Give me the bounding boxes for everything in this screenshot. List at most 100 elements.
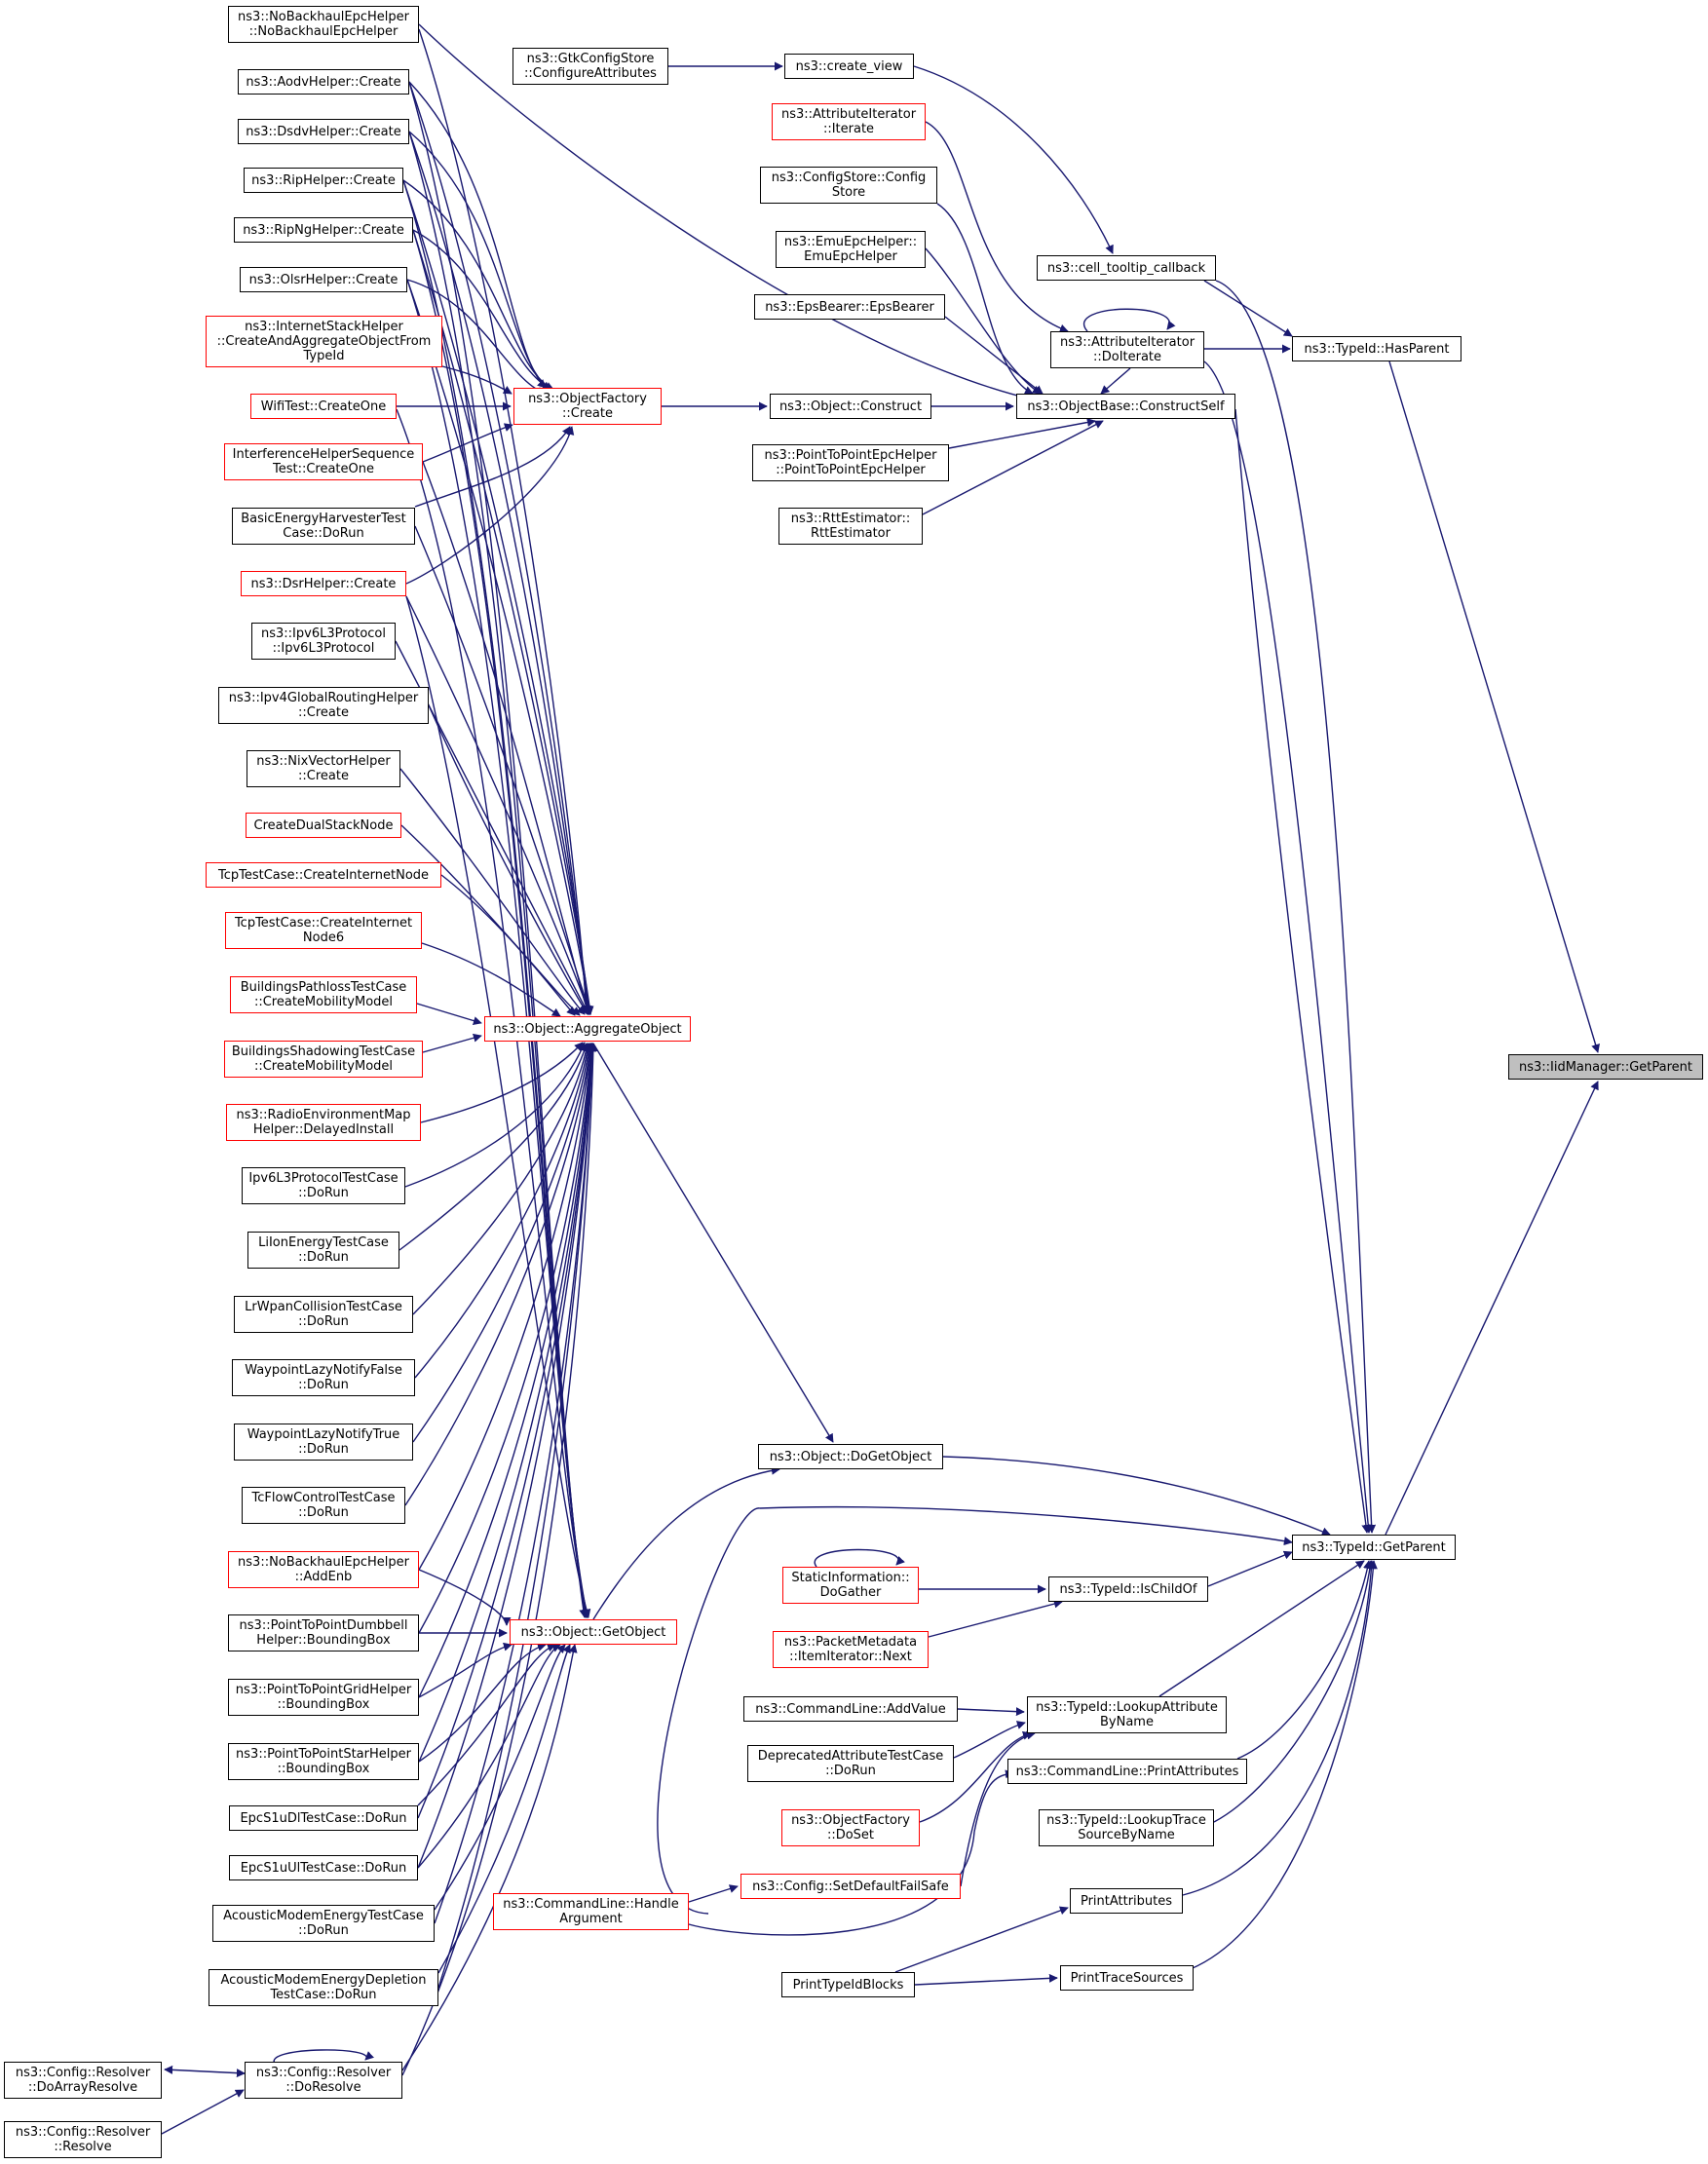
node-config-resolver-doresolve[interactable]: ns3::Config::Resolver ::DoResolve	[245, 2062, 402, 2099]
node-rttestimator[interactable]: ns3::RttEstimator:: RttEstimator	[778, 508, 923, 545]
call-edge	[434, 1644, 566, 1911]
call-edge	[414, 426, 571, 508]
call-edge	[408, 131, 551, 391]
node-nobackhaulepchelper-ctor[interactable]: ns3::NoBackhaulEpcHelper ::NoBackhaulEpc…	[228, 6, 419, 43]
edges	[161, 23, 1600, 2135]
node-commandline-addvalue[interactable]: ns3::CommandLine::AddValue	[743, 1696, 958, 1722]
call-edge	[913, 65, 1114, 254]
node-typeid-lookuptracesourcebyname[interactable]: ns3::TypeId::LookupTrace SourceByName	[1039, 1809, 1214, 1846]
node-typeid-ischildof[interactable]: ns3::TypeId::IsChildOf	[1048, 1576, 1208, 1602]
node-typeid-hasparent[interactable]: ns3::TypeId::HasParent	[1292, 336, 1461, 361]
node-ipv6l3protocoltestcase-dorun[interactable]: Ipv6L3ProtocolTestCase ::DoRun	[242, 1167, 405, 1204]
node-nobackhaulepchelper-addenb[interactable]: ns3::NoBackhaulEpcHelper ::AddEnb	[228, 1551, 419, 1588]
node-liionenergytestcase-dorun[interactable]: LiIonEnergyTestCase ::DoRun	[247, 1232, 399, 1269]
node-ipv6l3protocol-ctor[interactable]: ns3::Ipv6L3Protocol ::Ipv6L3Protocol	[251, 623, 396, 660]
node-buildingsshadowing-createmobilitymodel[interactable]: BuildingsShadowingTestCase ::CreateMobil…	[224, 1041, 423, 1078]
node-dsrhelper-create[interactable]: ns3::DsrHelper::Create	[241, 571, 406, 596]
node-radioenvironmentmap-delayedinstall[interactable]: ns3::RadioEnvironmentMap Helper::Delayed…	[226, 1104, 421, 1141]
node-commandline-handleargument[interactable]: ns3::CommandLine::Handle Argument	[493, 1893, 689, 1930]
call-edge	[412, 229, 594, 1015]
node-waypointlazynotifyfalse-dorun[interactable]: WaypointLazyNotifyFalse ::DoRun	[232, 1359, 415, 1396]
call-edge	[1234, 408, 1371, 1534]
node-staticinformation-dogather[interactable]: StaticInformation:: DoGather	[782, 1567, 919, 1604]
node-internetstackhelper-createandaggregate[interactable]: ns3::InternetStackHelper ::CreateAndAggr…	[206, 316, 442, 367]
call-edge	[1203, 280, 1293, 337]
call-edge	[441, 365, 512, 395]
node-create-view[interactable]: ns3::create_view	[784, 54, 914, 79]
call-edge	[421, 942, 561, 1017]
node-config-resolver-doarrayresolve[interactable]: ns3::Config::Resolver ::DoArrayResolve	[4, 2062, 162, 2099]
node-aodvhelper-create[interactable]: ns3::AodvHelper::Create	[238, 69, 409, 95]
node-acousticmodemenergydepletion-dorun[interactable]: AcousticModemEnergyDepletion TestCase::D…	[209, 1969, 438, 2006]
node-interferencehelper-createone[interactable]: InterferenceHelperSequence Test::CreateO…	[224, 443, 423, 480]
call-edge	[405, 595, 591, 1618]
node-epcs1udltestcase-dorun[interactable]: EpcS1uDlTestCase::DoRun	[229, 1805, 418, 1831]
call-edge	[418, 1043, 594, 1571]
call-edge	[1182, 1560, 1376, 1896]
node-waypointlazynotifytrue-dorun[interactable]: WaypointLazyNotifyTrue ::DoRun	[234, 1424, 413, 1461]
node-typeid-lookupattributebyname[interactable]: ns3::TypeId::LookupAttribute ByName	[1027, 1696, 1227, 1733]
node-tcflowcontroltestcase-dorun[interactable]: TcFlowControlTestCase ::DoRun	[242, 1487, 405, 1524]
call-edge	[414, 1043, 592, 1379]
node-objectbase-constructself[interactable]: ns3::ObjectBase::ConstructSelf	[1016, 394, 1235, 419]
node-createdualstacknode[interactable]: CreateDualStackNode	[246, 813, 401, 838]
call-edge	[960, 1730, 1036, 1887]
node-objectfactory-doset[interactable]: ns3::ObjectFactory ::DoSet	[781, 1809, 920, 1846]
node-basicenergyharvester-dorun[interactable]: BasicEnergyHarvesterTest Case::DoRun	[232, 508, 415, 545]
node-ripnghelper-create[interactable]: ns3::RipNgHelper::Create	[234, 217, 413, 243]
node-pointtopointdumbbell-boundingbox[interactable]: ns3::PointToPointDumbbell Helper::Boundi…	[228, 1614, 419, 1651]
node-epcs1uultestcase-dorun[interactable]: EpcS1uUlTestCase::DoRun	[229, 1855, 418, 1880]
node-config-setdefaultfailsafe[interactable]: ns3::Config::SetDefaultFailSafe	[740, 1874, 961, 1899]
call-edge	[402, 179, 554, 391]
node-gtkconfigstore-configureattributes[interactable]: ns3::GtkConfigStore ::ConfigureAttribute…	[512, 48, 668, 85]
call-edge	[164, 2065, 246, 2078]
node-lrwpancollisiontestcase-dorun[interactable]: LrWpanCollisionTestCase ::DoRun	[234, 1296, 413, 1333]
node-olsrhelper-create[interactable]: ns3::OlsrHelper::Create	[240, 267, 407, 292]
call-edge	[418, 1642, 512, 1698]
node-epsbearer[interactable]: ns3::EpsBearer::EpsBearer	[754, 294, 945, 320]
call-edge	[925, 247, 1042, 395]
call-edge	[428, 704, 588, 1015]
node-deprecatedattributetestcase[interactable]: DeprecatedAttributeTestCase ::DoRun	[747, 1745, 954, 1782]
node-pointtopointgrid-boundingbox[interactable]: ns3::PointToPointGridHelper ::BoundingBo…	[228, 1679, 419, 1716]
node-dsdvhelper-create[interactable]: ns3::DsdvHelper::Create	[238, 119, 409, 144]
node-wifitest-createone[interactable]: WifiTest::CreateOne	[250, 394, 397, 419]
node-printattributes[interactable]: PrintAttributes	[1070, 1888, 1183, 1914]
node-attributeiterator-doiterate[interactable]: ns3::AttributeIterator ::DoIterate	[1050, 331, 1204, 368]
call-edge	[948, 418, 1096, 449]
node-printtypeidblocks[interactable]: PrintTypeIdBlocks	[781, 1972, 915, 1997]
node-tcptestcase-createinternetnode[interactable]: TcpTestCase::CreateInternetNode	[206, 862, 441, 888]
node-object-construct[interactable]: ns3::Object::Construct	[770, 394, 931, 419]
call-edge	[406, 279, 594, 1015]
node-pointtopointstar-boundingbox[interactable]: ns3::PointToPointStarHelper ::BoundingBo…	[228, 1743, 419, 1780]
node-attributeiterator-iterate[interactable]: ns3::AttributeIterator ::Iterate	[772, 103, 926, 140]
call-edge	[1182, 1560, 1378, 1973]
call-edge	[396, 408, 590, 1618]
node-objectfactory-create[interactable]: ns3::ObjectFactory ::Create	[513, 388, 662, 425]
call-edge	[1236, 1560, 1372, 1760]
node-riphelper-create[interactable]: ns3::RipHelper::Create	[244, 168, 403, 193]
node-object-dogetobject[interactable]: ns3::Object::DoGetObject	[758, 1444, 943, 1469]
node-ipv4globalrouting-create[interactable]: ns3::Ipv4GlobalRoutingHelper ::Create	[218, 687, 429, 724]
call-edge	[814, 1548, 905, 1568]
node-nixvectorhelper-create[interactable]: ns3::NixVectorHelper ::Create	[247, 750, 400, 787]
call-edge	[422, 461, 590, 1015]
node-emuepchelper[interactable]: ns3::EmuEpcHelper:: EmuEpcHelper	[776, 231, 926, 268]
node-buildingspathloss-createmobilitymodel[interactable]: BuildingsPathlossTestCase ::CreateMobili…	[230, 976, 417, 1013]
node-pointtopointepchelper[interactable]: ns3::PointToPointEpcHelper ::PointToPoin…	[752, 444, 949, 481]
node-typeid-getparent[interactable]: ns3::TypeId::GetParent	[1292, 1535, 1456, 1560]
node-config-resolver-resolve[interactable]: ns3::Config::Resolver ::Resolve	[4, 2121, 162, 2158]
call-edge	[417, 1644, 561, 1869]
node-acousticmodemenergytestcase-dorun[interactable]: AcousticModemEnergyTestCase ::DoRun	[212, 1905, 435, 1942]
node-object-aggregateobject[interactable]: ns3::Object::AggregateObject	[484, 1016, 691, 1042]
node-commandline-printattributes[interactable]: ns3::CommandLine::PrintAttributes	[1007, 1759, 1247, 1784]
node-tcptestcase-createinternetnode6[interactable]: TcpTestCase::CreateInternet Node6	[225, 912, 422, 949]
call-edge	[1083, 308, 1176, 332]
node-packetmetadata-next[interactable]: ns3::PacketMetadata ::ItemIterator::Next	[773, 1631, 929, 1668]
call-edge	[418, 1643, 547, 1763]
node-configstore-configstore[interactable]: ns3::ConfigStore::Config Store	[760, 167, 937, 204]
node-printtracesources[interactable]: PrintTraceSources	[1060, 1965, 1194, 1991]
node-cell-tooltip-callback[interactable]: ns3::cell_tooltip_callback	[1037, 255, 1216, 281]
call-edge	[1100, 367, 1131, 395]
node-object-getobject[interactable]: ns3::Object::GetObject	[510, 1619, 677, 1645]
